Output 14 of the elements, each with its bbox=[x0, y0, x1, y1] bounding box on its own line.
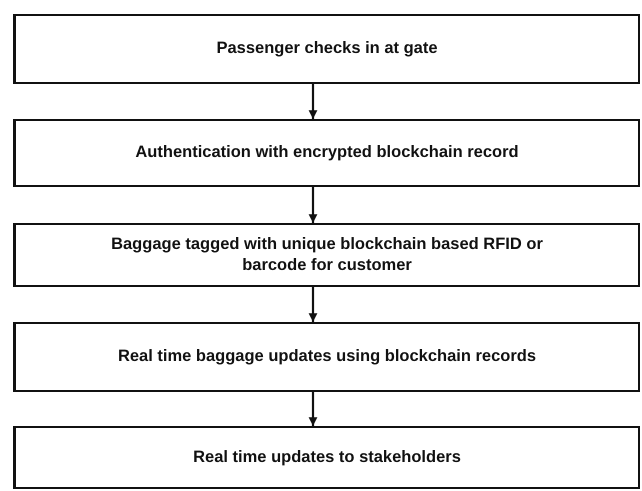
process-box bbox=[13, 322, 640, 392]
step-text: Real time baggage updates using blockchain records bbox=[118, 346, 536, 368]
process-box bbox=[13, 14, 640, 84]
process-box bbox=[13, 223, 640, 287]
step-text: Authentication with encrypted blockchain record bbox=[135, 142, 519, 164]
arrow bbox=[308, 287, 318, 322]
step-text: Passenger checks in at gate bbox=[216, 38, 438, 60]
arrow bbox=[308, 392, 318, 426]
step-text: Baggage tagged with unique blockchain based RFID or barcode for customer bbox=[110, 234, 544, 276]
step-text: Real time updates to stakeholders bbox=[193, 446, 461, 468]
process-box bbox=[13, 426, 640, 489]
arrow bbox=[308, 187, 318, 223]
arrow bbox=[308, 84, 318, 119]
process-box bbox=[13, 119, 640, 187]
